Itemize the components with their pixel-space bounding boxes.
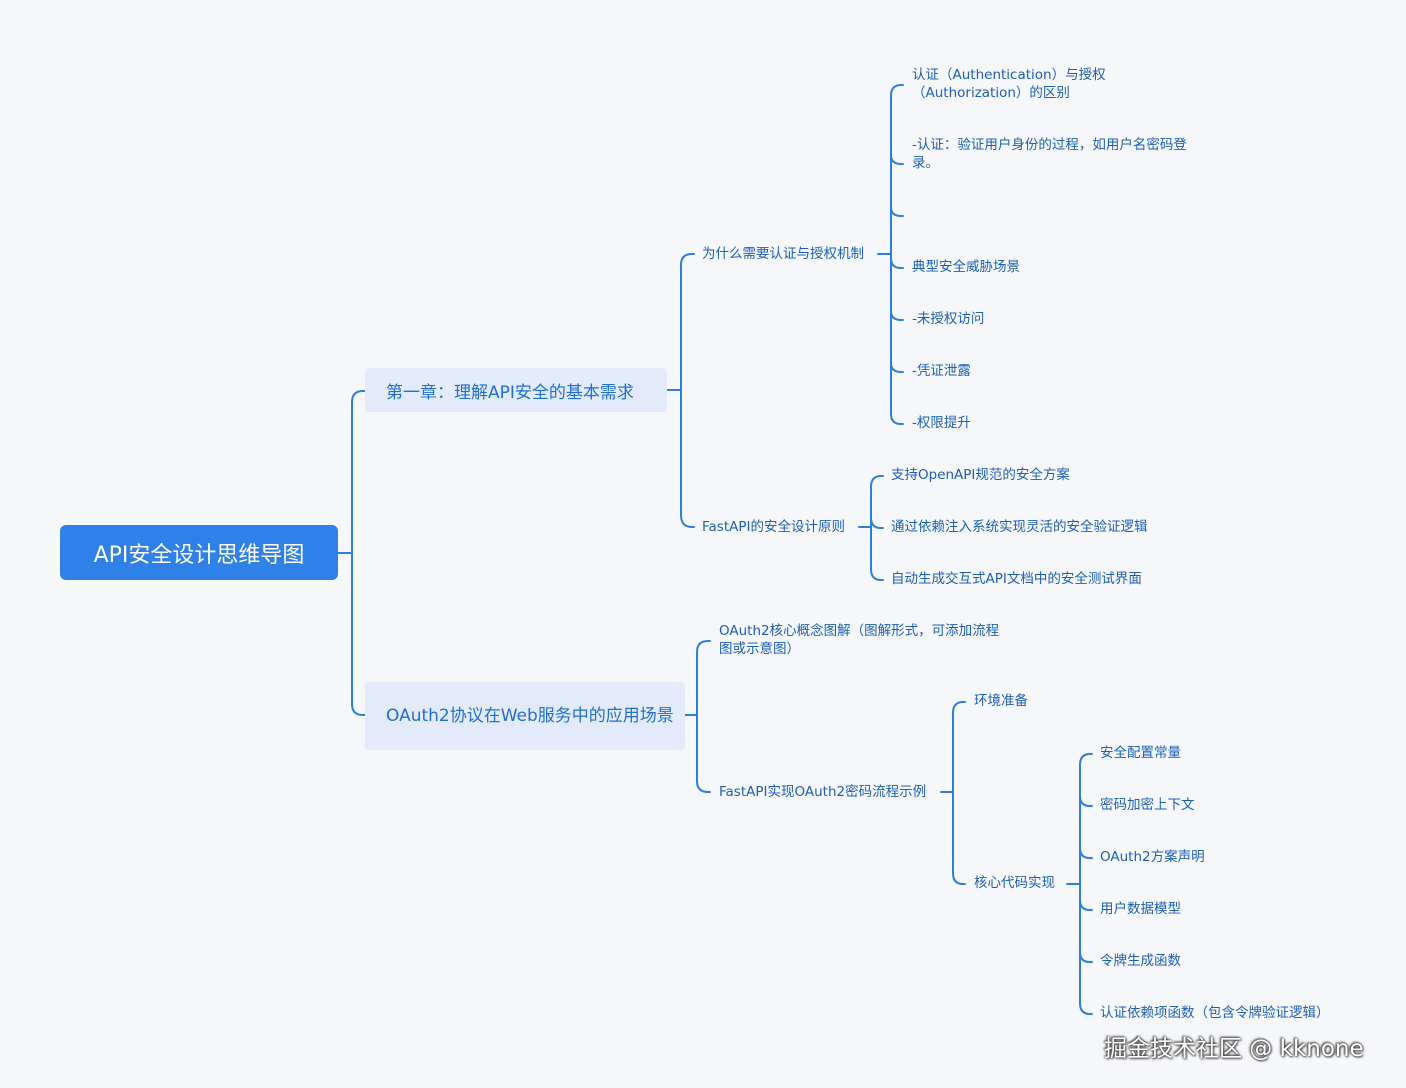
connector-oauth2-example bbox=[940, 701, 966, 885]
leaf-dependency-injection[interactable]: 通过依赖注入系统实现灵活的安全验证逻辑 bbox=[891, 519, 1148, 535]
connector-root bbox=[337, 390, 366, 716]
leaf-password-context[interactable]: 密码加密上下文 bbox=[1100, 797, 1195, 813]
topic-why-auth[interactable]: 为什么需要认证与授权机制 bbox=[702, 246, 864, 262]
connector-core-code bbox=[1066, 753, 1093, 1015]
topic-oauth2-concepts[interactable]: OAuth2核心概念图解（图解形式，可添加流程图或示意图） bbox=[719, 623, 1000, 657]
connector-oauth2 bbox=[684, 640, 711, 793]
leaf-openapi-security[interactable]: 支持OpenAPI规范的安全方案 bbox=[891, 467, 1070, 483]
leaf-auth-vs-authz[interactable]: 认证（Authentication）与授权（Authorization）的区别 bbox=[912, 67, 1106, 101]
leaf-credential-leak[interactable]: -凭证泄露 bbox=[912, 363, 971, 379]
leaf-token-function[interactable]: 令牌生成函数 bbox=[1100, 953, 1181, 969]
leaf-authentication-def[interactable]: -认证：验证用户身份的过程，如用户名密码登录。 bbox=[912, 137, 1187, 171]
topic-core-code[interactable]: 核心代码实现 bbox=[974, 875, 1055, 891]
connector-why-auth bbox=[877, 84, 904, 425]
leaf-user-model[interactable]: 用户数据模型 bbox=[1100, 901, 1181, 917]
leaf-security-constants[interactable]: 安全配置常量 bbox=[1100, 745, 1181, 761]
leaf-env-setup[interactable]: 环境准备 bbox=[974, 693, 1028, 709]
branch-oauth2[interactable]: OAuth2协议在Web服务中的应用场景 bbox=[365, 682, 685, 750]
leaf-interactive-docs[interactable]: 自动生成交互式API文档中的安全测试界面 bbox=[891, 571, 1142, 587]
leaf-oauth2-scheme[interactable]: OAuth2方案声明 bbox=[1100, 849, 1205, 865]
branch-chapter1[interactable]: 第一章：理解API安全的基本需求 bbox=[365, 368, 667, 412]
topic-oauth2-password-flow[interactable]: FastAPI实现OAuth2密码流程示例 bbox=[719, 784, 927, 800]
topic-fastapi-principles[interactable]: FastAPI的安全设计原则 bbox=[702, 519, 845, 535]
leaf-unauthorized-access[interactable]: -未授权访问 bbox=[912, 311, 985, 327]
leaf-auth-dependency[interactable]: 认证依赖项函数（包含令牌验证逻辑） bbox=[1100, 1005, 1330, 1021]
connector-chapter1 bbox=[666, 253, 695, 528]
connector-fastapi-principles bbox=[858, 475, 884, 581]
leaf-threat-scenarios[interactable]: 典型安全威胁场景 bbox=[912, 259, 1020, 275]
watermark: 掘金技术社区 @ kknone bbox=[1104, 1036, 1364, 1062]
root-node[interactable]: API安全设计思维导图 bbox=[60, 525, 338, 580]
leaf-privilege-escalation[interactable]: -权限提升 bbox=[912, 415, 971, 431]
